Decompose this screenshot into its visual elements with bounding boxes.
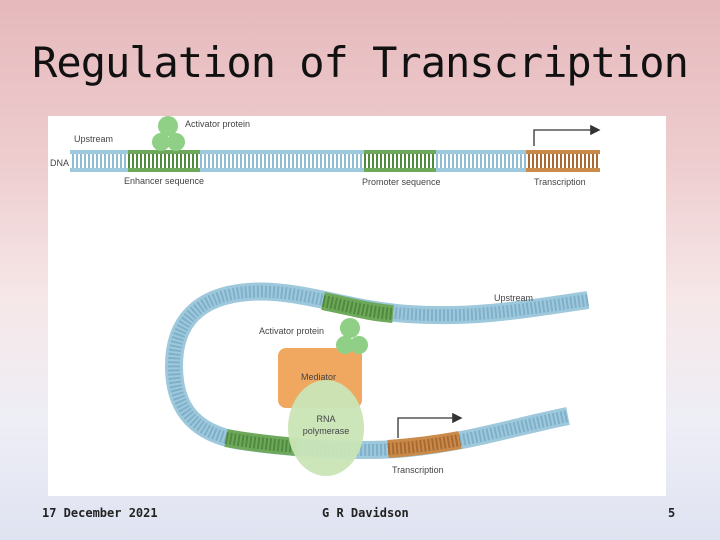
page-number: 5 [668, 506, 676, 520]
transcription-label-top: Transcription [534, 177, 586, 187]
transcription-start-block [526, 150, 600, 172]
diagram-svg: Upstream Activator protein DNA Enhancer … [50, 116, 601, 476]
looped-transcription-block [387, 431, 462, 458]
promoter-green-block [364, 150, 436, 172]
upstream-label-top: Upstream [74, 134, 113, 144]
rna-label: RNA [316, 414, 335, 424]
dna-label: DNA [50, 158, 69, 168]
transcription-label-bottom: Transcription [392, 465, 444, 475]
mediator-label: Mediator [301, 372, 336, 382]
transcription-diagram: Upstream Activator protein DNA Enhancer … [48, 116, 666, 496]
linear-dna [70, 150, 600, 172]
rna-polymerase-shape [288, 380, 364, 476]
activator-label-top: Activator protein [185, 119, 250, 129]
transcription-arrow-top [533, 124, 601, 146]
activator-protein-top [152, 116, 185, 151]
promoter-label: Promoter sequence [362, 177, 441, 187]
looped-enhancer-block [321, 292, 394, 323]
enhancer-label: Enhancer sequence [124, 176, 204, 186]
transcription-arrow-bottom [397, 412, 463, 438]
polymerase-label: polymerase [303, 426, 350, 436]
activator-label-bottom: Activator protein [259, 326, 324, 336]
looped-promoter-green-block [224, 429, 299, 456]
footer-date: 17 December 2021 [42, 506, 158, 520]
enhancer-sequence-block [128, 150, 200, 172]
slide-title: Regulation of Transcription [32, 38, 689, 87]
upstream-label-bottom: Upstream [494, 293, 533, 303]
footer-author: G R Davidson [322, 506, 409, 520]
activator-protein-bottom [336, 318, 368, 354]
